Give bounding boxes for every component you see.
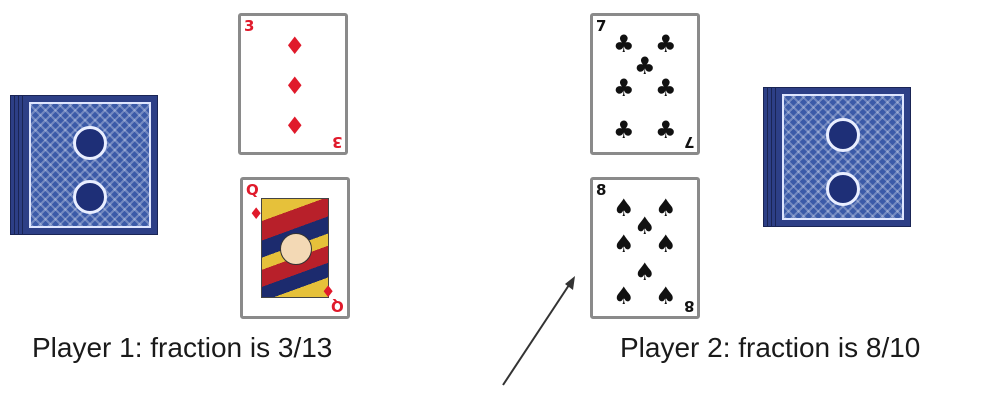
player2-caption: Player 2: fraction is 8/10 <box>620 332 920 364</box>
spade-icon: ♠ <box>655 196 677 220</box>
card-rank: 7 <box>596 19 606 34</box>
card-back <box>775 87 911 227</box>
queen-face-art <box>261 198 329 298</box>
back-medallion-icon <box>826 118 860 152</box>
back-medallion-icon <box>73 126 107 160</box>
spade-icon: ♠ <box>613 232 635 256</box>
spade-icon: ♠ <box>613 284 635 308</box>
back-medallion-icon <box>826 172 860 206</box>
spade-icon: ♠ <box>634 214 656 238</box>
card-back-pattern <box>782 94 904 220</box>
club-icon: ♣ <box>613 32 635 56</box>
diamond-icon: ♦ <box>284 74 306 98</box>
player1-caption: Player 1: fraction is 3/13 <box>32 332 332 364</box>
card-rank: 3 <box>332 134 342 149</box>
club-icon: ♣ <box>634 54 656 78</box>
queen-face-icon <box>280 233 312 265</box>
club-icon: ♣ <box>655 76 677 100</box>
club-icon: ♣ <box>655 118 677 142</box>
club-icon: ♣ <box>613 76 635 100</box>
spade-icon: ♠ <box>655 284 677 308</box>
club-icon: ♣ <box>655 32 677 56</box>
player1-card-2[interactable]: Q ♦ ♦ Q <box>240 177 350 319</box>
player2-card-1[interactable]: 7 ♣ ♣ ♣ ♣ ♣ ♣ ♣ 7 <box>590 13 700 155</box>
club-icon: ♣ <box>613 118 635 142</box>
diamond-icon: ♦ <box>249 202 263 226</box>
diamond-icon: ♦ <box>284 114 306 138</box>
card-rank: Q <box>246 183 259 198</box>
card-rank: 8 <box>684 298 694 313</box>
diamond-icon: ♦ <box>284 34 306 58</box>
card-rank: Q <box>331 298 344 313</box>
card-back-pattern <box>29 102 151 228</box>
spade-icon: ♠ <box>613 196 635 220</box>
back-medallion-icon <box>73 180 107 214</box>
player1-card-1[interactable]: 3 ♦ ♦ ♦ 3 <box>238 13 348 155</box>
spade-icon: ♠ <box>655 232 677 256</box>
spade-icon: ♠ <box>634 260 656 284</box>
card-rank: 3 <box>244 19 254 34</box>
pointer-arrow-icon <box>495 270 585 390</box>
player2-card-2[interactable]: 8 ♠ ♠ ♠ ♠ ♠ ♠ ♠ ♠ 8 <box>590 177 700 319</box>
card-rank: 7 <box>684 134 694 149</box>
card-rank: 8 <box>596 183 606 198</box>
card-back <box>22 95 158 235</box>
